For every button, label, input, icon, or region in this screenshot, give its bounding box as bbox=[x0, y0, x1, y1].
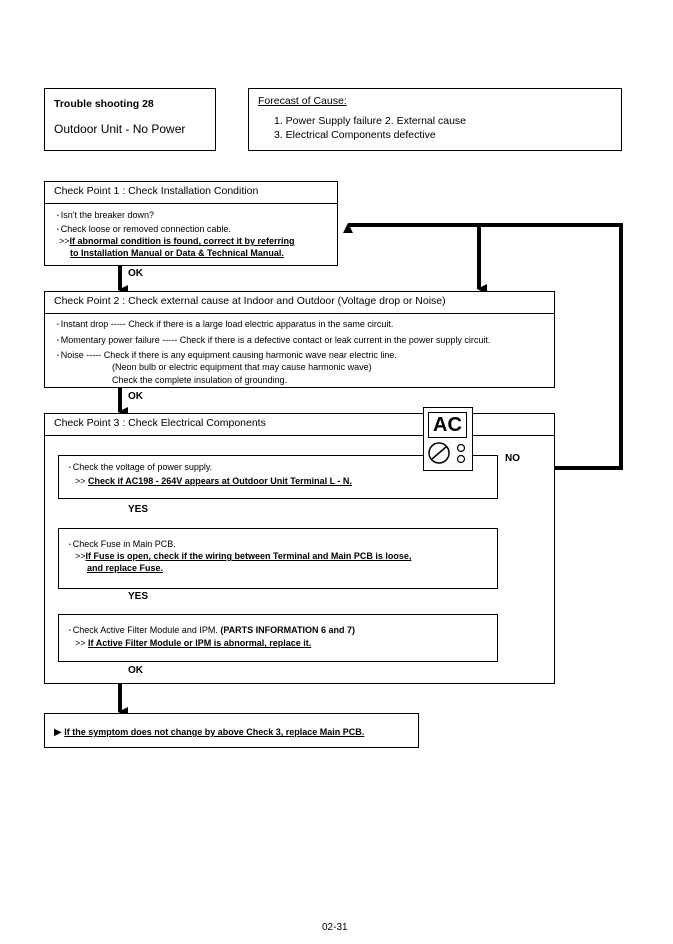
ac-meter-dial-icon bbox=[428, 442, 466, 464]
step2-line-2: >>If Fuse is open, check if the wiring b… bbox=[75, 551, 412, 561]
check-point-2-title: Check Point 2 : Check external cause at … bbox=[45, 292, 554, 314]
cp1-line-3: >>If abnormal condition is found, correc… bbox=[59, 236, 295, 246]
cp2-line-2: •Momentary power failure ----- Check if … bbox=[57, 335, 491, 345]
step2-line-1: •Check Fuse in Main PCB. bbox=[69, 539, 176, 549]
forecast-box: Forecast of Cause: 1. Power Supply failu… bbox=[248, 88, 622, 151]
step2-line-3: and replace Fuse. bbox=[87, 563, 164, 573]
label-ok-2: OK bbox=[128, 391, 143, 402]
forecast-title: Forecast of Cause: bbox=[258, 95, 347, 107]
cp2-line-1: •Instant drop ----- Check if there is a … bbox=[57, 319, 394, 329]
forecast-line-1: 1. Power Supply failure 2. External caus… bbox=[274, 115, 467, 127]
cp2-line-4: (Neon bulb or electric equipment that ma… bbox=[112, 362, 372, 372]
label-no: NO bbox=[505, 453, 520, 464]
forecast-line-2: 3. Electrical Components defective bbox=[274, 129, 436, 141]
play-icon: ▶ bbox=[54, 727, 62, 738]
step1-line-2: >> Check if AC198 - 264V appears at Outd… bbox=[75, 476, 352, 486]
cp3-step-3: •Check Active Filter Module and IPM. (PA… bbox=[58, 614, 498, 662]
label-ok-1: OK bbox=[128, 268, 143, 279]
step3-line-1: •Check Active Filter Module and IPM. (PA… bbox=[69, 625, 356, 635]
arrow-no-loop bbox=[343, 223, 623, 470]
final-action-text: ▶ If the symptom does not change by abov… bbox=[54, 727, 365, 738]
check-point-3-title: Check Point 3 : Check Electrical Compone… bbox=[45, 414, 554, 436]
cp2-line-5: Check the complete insulation of groundi… bbox=[112, 375, 288, 385]
ac-meter-display: AC bbox=[428, 412, 467, 438]
check-point-1: Check Point 1 : Check Installation Condi… bbox=[44, 181, 338, 266]
ac-meter-label: AC bbox=[433, 414, 462, 436]
check-point-2: Check Point 2 : Check external cause at … bbox=[44, 291, 555, 388]
cp1-line-4: to Installation Manual or Data & Technic… bbox=[70, 248, 284, 258]
troubleshooting-box: Trouble shooting 28 Outdoor Unit - No Po… bbox=[44, 88, 216, 151]
step3-line-2: >> If Active Filter Module or IPM is abn… bbox=[75, 638, 312, 648]
cp1-line-1: •Isn't the breaker down? bbox=[57, 210, 155, 220]
label-yes-2: YES bbox=[128, 591, 149, 602]
page-number: 02-31 bbox=[322, 922, 348, 933]
cp1-line-2: •Check loose or removed connection cable… bbox=[57, 224, 231, 234]
cp3-step-2: •Check Fuse in Main PCB. >>If Fuse is op… bbox=[58, 528, 498, 589]
step1-line-1: •Check the voltage of power supply. bbox=[69, 462, 213, 472]
label-yes-1: YES bbox=[128, 504, 149, 515]
troubleshooting-subtitle: Outdoor Unit - No Power bbox=[54, 122, 186, 136]
troubleshooting-title: Trouble shooting 28 bbox=[54, 98, 154, 110]
ac-meter-icon: AC bbox=[423, 407, 473, 471]
label-ok-3: OK bbox=[128, 665, 143, 676]
cp2-line-3: •Noise ----- Check if there is any equip… bbox=[57, 350, 397, 360]
final-action-box: ▶ If the symptom does not change by abov… bbox=[44, 713, 419, 748]
check-point-1-title: Check Point 1 : Check Installation Condi… bbox=[45, 182, 337, 204]
